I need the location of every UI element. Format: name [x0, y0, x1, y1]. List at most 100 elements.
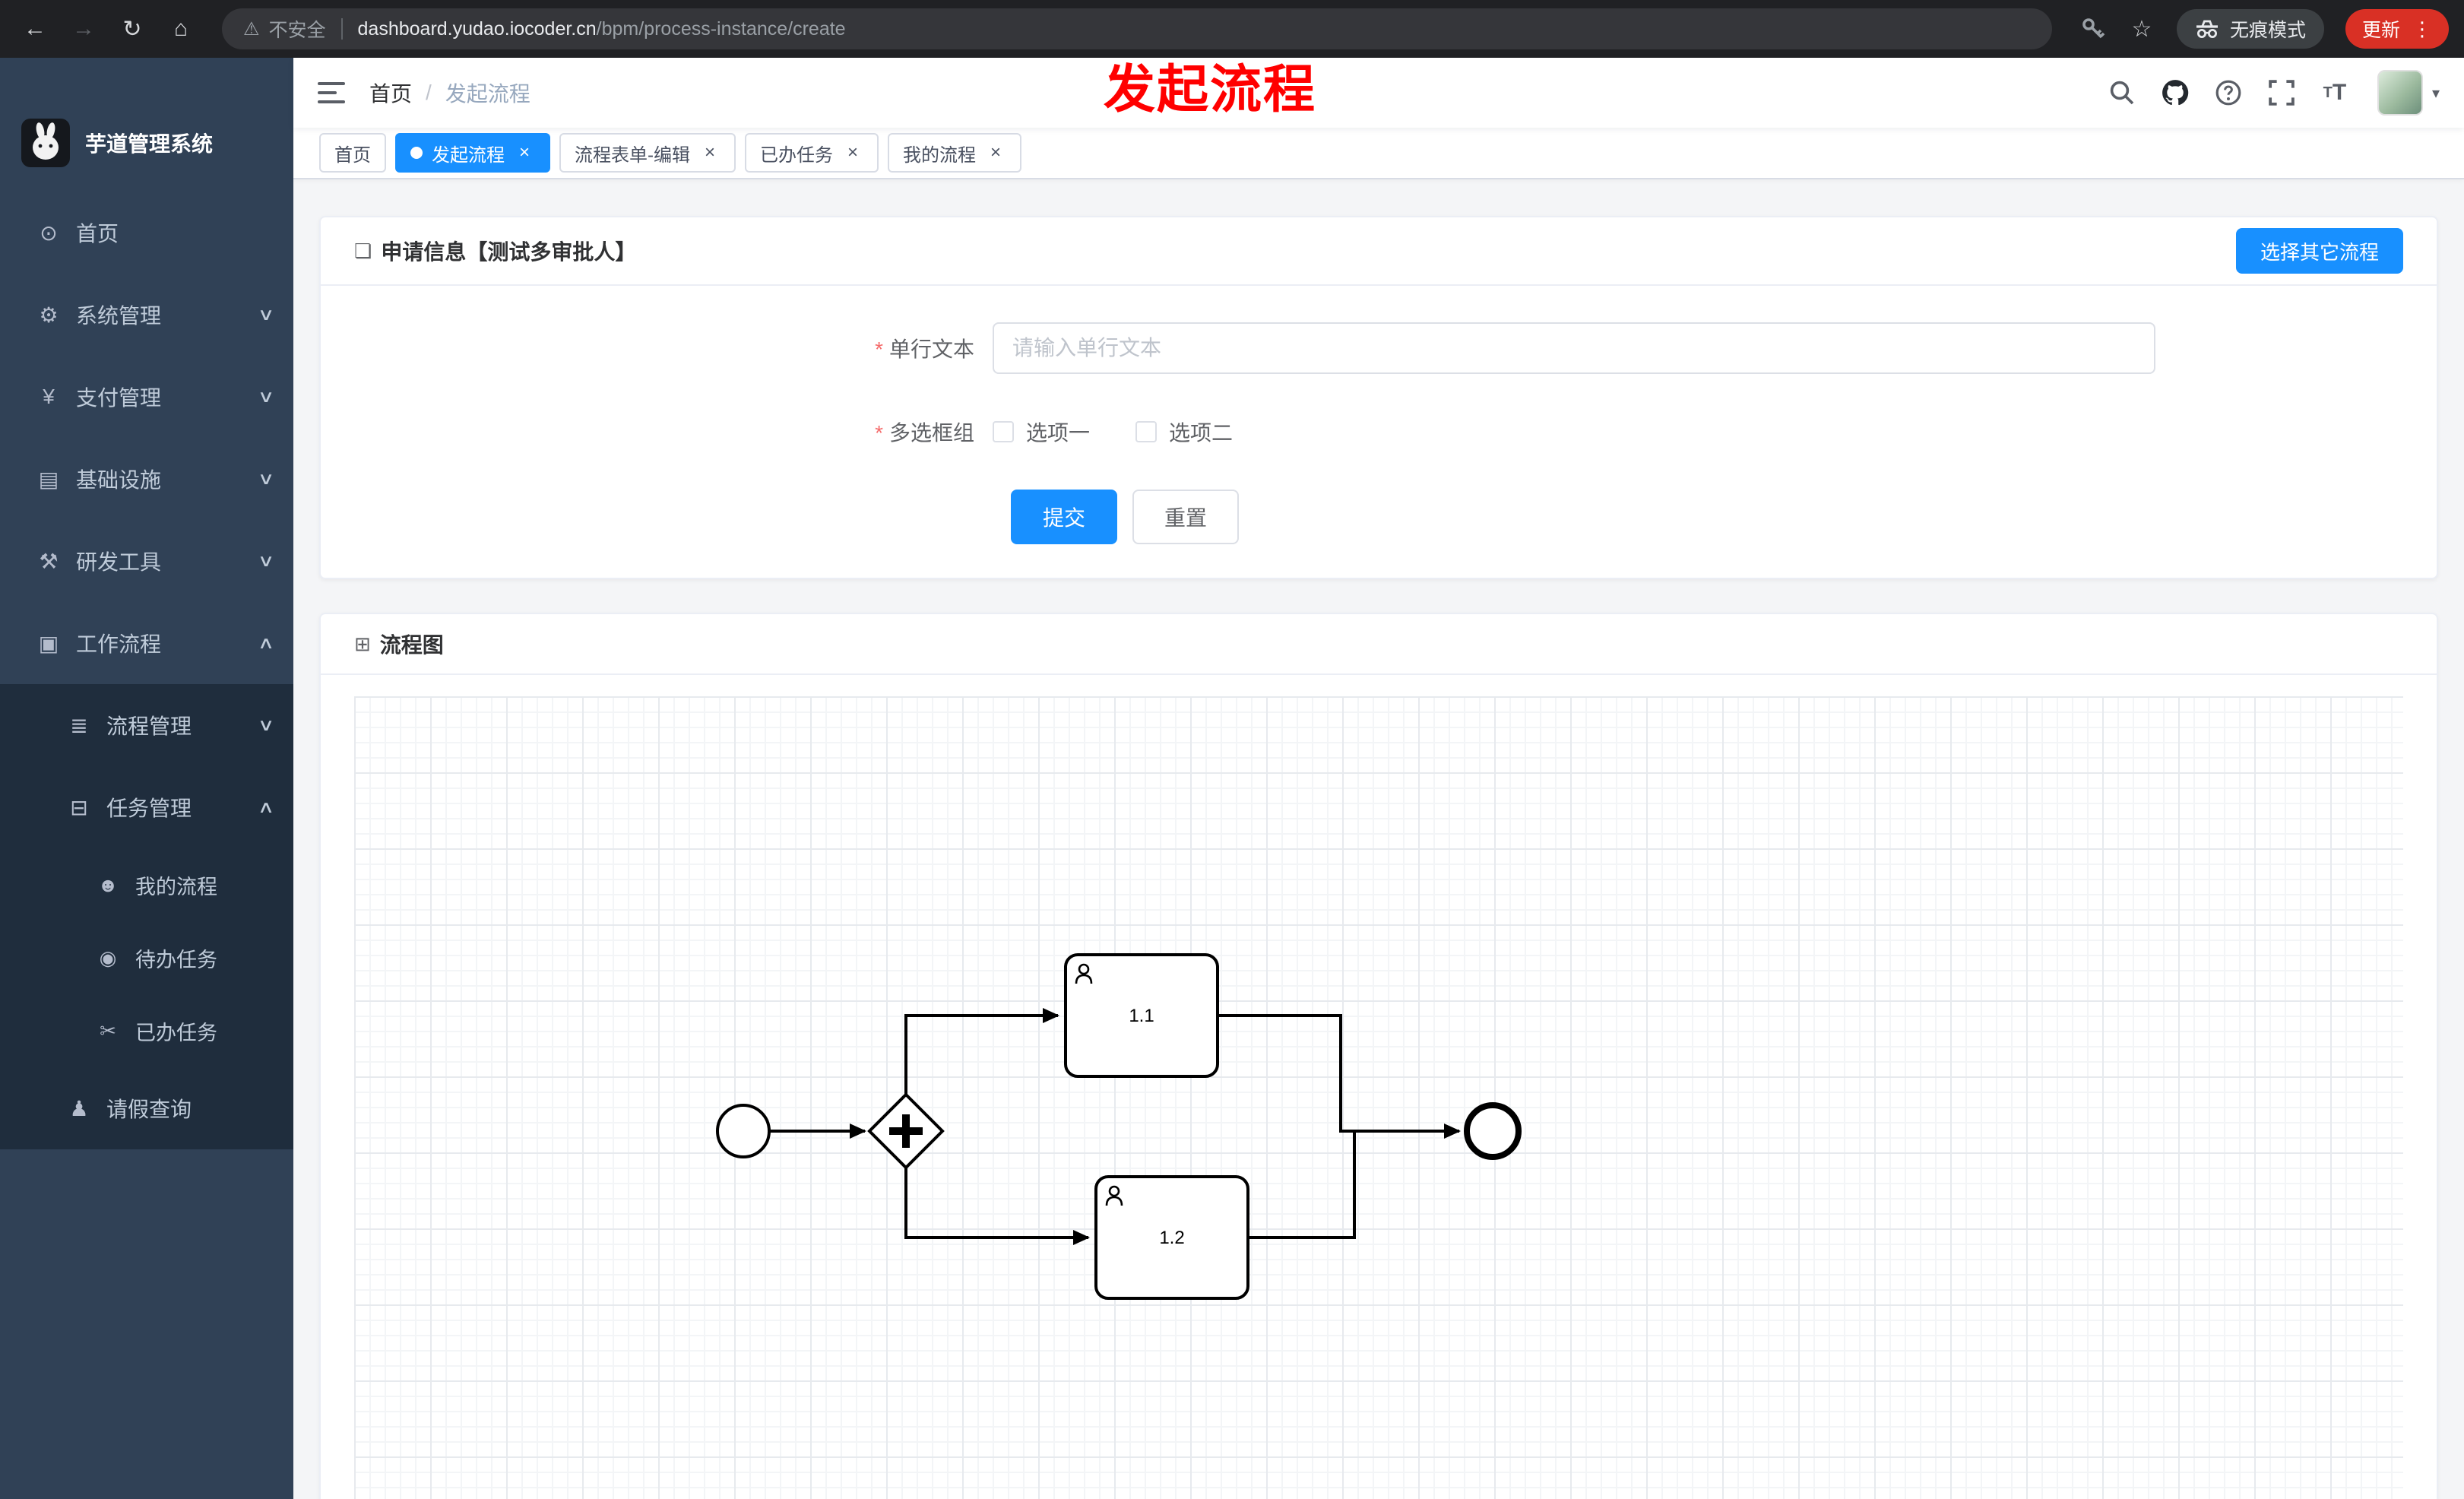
application-info-card: ❏ 申请信息【测试多审批人】 选择其它流程 *单行文本 [319, 216, 2438, 579]
bpmn-diagram: 1.1 1.2 [716, 953, 1522, 1300]
eye-icon: ◉ [99, 946, 117, 969]
sidebar-item-label: 基础设施 [76, 468, 162, 492]
tab-process-form-edit[interactable]: 流程表单-编辑 × [559, 133, 736, 173]
close-icon[interactable]: × [990, 142, 1001, 163]
checkbox-group: 选项一 选项二 [993, 407, 1233, 456]
checkbox[interactable] [1135, 421, 1158, 442]
sidebar-item-home[interactable]: ⊙ 首页 [0, 192, 293, 274]
browser-chrome: ← → ↻ ⌂ ⚠ 不安全 dashboard.yudao.iocoder.cn… [0, 0, 2464, 58]
bpmn-user-task-1-2: 1.2 [1094, 1175, 1249, 1300]
tab-my-process[interactable]: 我的流程 × [888, 133, 1021, 173]
address-bar[interactable]: ⚠ 不安全 dashboard.yudao.iocoder.cn/bpm/pro… [222, 8, 2052, 49]
close-icon[interactable]: × [518, 142, 530, 163]
payment-icon: ¥ [43, 385, 55, 408]
sidebar-item-todo-tasks[interactable]: ◉ 待办任务 [0, 921, 293, 994]
github-icon[interactable] [2155, 73, 2195, 113]
chevron-up-icon: ∧ [257, 797, 275, 816]
tab-label: 已办任务 [760, 144, 833, 166]
refresh-icon[interactable]: ↻ [122, 16, 142, 42]
sidebar-item-system-mgmt[interactable]: ⚙ 系统管理 ∨ [0, 274, 293, 356]
card-title: ❏ 申请信息【测试多审批人】 [354, 239, 637, 265]
sidebar-item-process-mgmt[interactable]: ≣ 流程管理 ∨ [0, 684, 293, 766]
bpmn-flow-task1-to-end [1218, 1014, 1461, 1139]
sidebar-item-payment-mgmt[interactable]: ¥ 支付管理 ∨ [0, 356, 293, 438]
chevron-up-icon: ∧ [257, 633, 275, 652]
user-icon [1105, 1185, 1123, 1206]
kebab-menu-icon[interactable]: ⋮ [2412, 17, 2432, 40]
sidebar-item-label: 请假查询 [106, 1098, 192, 1121]
reset-button[interactable]: 重置 [1132, 490, 1240, 544]
chevron-down-icon: ∨ [257, 715, 275, 734]
update-label: 更新 [2361, 20, 2400, 41]
url-path: /bpm/process-instance/create [596, 17, 846, 40]
workflow-icon: ▣ [38, 631, 59, 655]
bpmn-flow-task2-join [1248, 1130, 1356, 1239]
checkbox-option-1[interactable]: 选项一 [993, 417, 1090, 447]
breadcrumb-home[interactable]: 首页 [369, 82, 413, 106]
search-icon[interactable] [2102, 73, 2142, 113]
close-icon[interactable]: × [704, 142, 715, 163]
sidebar-collapse-icon[interactable] [318, 82, 345, 103]
select-other-process-button[interactable]: 选择其它流程 [2235, 228, 2403, 274]
tab-start-process[interactable]: 发起流程 × [395, 133, 550, 173]
chevron-down-icon: ∨ [257, 387, 275, 406]
breadcrumb-current: 发起流程 [445, 82, 530, 106]
tab-done-tasks[interactable]: 已办任务 × [745, 133, 879, 173]
incognito-icon [2196, 20, 2218, 38]
close-icon[interactable]: × [847, 142, 858, 163]
flowchart-icon: ⊞ [354, 632, 371, 655]
submit-button[interactable]: 提交 [1011, 490, 1118, 544]
omnibox-divider [340, 18, 343, 40]
url-host: dashboard.yudao.iocoder.cn [357, 17, 597, 40]
checkbox[interactable] [993, 421, 1014, 442]
bpmn-user-task-1-1: 1.1 [1064, 953, 1219, 1078]
app-logo [21, 119, 70, 167]
tab-home[interactable]: 首页 [319, 133, 386, 173]
person-icon: ♟ [69, 1096, 89, 1120]
sidebar-item-infrastructure[interactable]: ▤ 基础设施 ∨ [0, 438, 293, 520]
sidebar-item-task-mgmt[interactable]: ⊟ 任务管理 ∧ [0, 766, 293, 848]
breadcrumb-separator: / [426, 81, 432, 104]
chevron-down-icon: ∨ [257, 469, 275, 488]
sidebar-item-done-tasks[interactable]: ✂ 已办任务 [0, 994, 293, 1067]
bpmn-end-event [1464, 1102, 1522, 1160]
user-avatar-menu[interactable]: ▾ [2377, 70, 2440, 116]
fullscreen-icon[interactable] [2262, 73, 2301, 113]
bpmn-flow-gateway-to-task2 [904, 1168, 1090, 1245]
tools-icon: ⚒ [39, 549, 59, 573]
dashboard-icon: ⊙ [40, 220, 58, 245]
bpmn-flow-gateway-to-task1 [904, 1008, 1059, 1095]
security-label: 不安全 [268, 20, 326, 41]
key-icon[interactable] [2073, 9, 2113, 49]
checkbox-option-2[interactable]: 选项二 [1135, 417, 1233, 447]
sidebar-item-label: 我的流程 [135, 875, 217, 898]
sidebar-item-workflow[interactable]: ▣ 工作流程 ∧ [0, 602, 293, 684]
sidebar-item-label: 任务管理 [106, 797, 192, 820]
form-icon: ❏ [354, 239, 372, 262]
sidebar-item-label: 已办任务 [135, 1021, 217, 1044]
card-title: ⊞ 流程图 [354, 632, 444, 658]
single-line-text-input[interactable] [993, 322, 2155, 374]
chevron-down-icon: ∨ [257, 551, 275, 570]
back-icon[interactable]: ← [24, 16, 46, 41]
sidebar-item-dev-tools[interactable]: ⚒ 研发工具 ∨ [0, 520, 293, 602]
bpmn-grid-canvas[interactable]: 1.1 1.2 [354, 696, 2403, 1499]
sidebar-item-my-process[interactable]: ☻ 我的流程 [0, 848, 293, 921]
app-logo-row[interactable]: 芋道管理系统 [0, 58, 293, 192]
app-title: 芋道管理系统 [85, 132, 214, 156]
home-icon[interactable]: ⌂ [173, 16, 188, 41]
sidebar-item-label: 支付管理 [76, 386, 162, 410]
required-asterisk: * [875, 338, 883, 361]
update-button[interactable]: 更新 ⋮ [2345, 9, 2449, 49]
bookmark-star-icon[interactable]: ☆ [2131, 16, 2152, 42]
help-icon[interactable] [2209, 73, 2248, 113]
sidebar-item-leave-query[interactable]: ♟ 请假查询 [0, 1067, 293, 1149]
sidebar-item-label: 待办任务 [135, 948, 217, 971]
flow-diagram-card: ⊞ 流程图 [319, 613, 2438, 1499]
sidebar-item-label: 流程管理 [106, 715, 192, 738]
forward-icon[interactable]: → [72, 16, 95, 41]
task-list-icon: ⊟ [70, 795, 88, 819]
page-content: ❏ 申请信息【测试多审批人】 选择其它流程 *单行文本 [293, 179, 2464, 1499]
